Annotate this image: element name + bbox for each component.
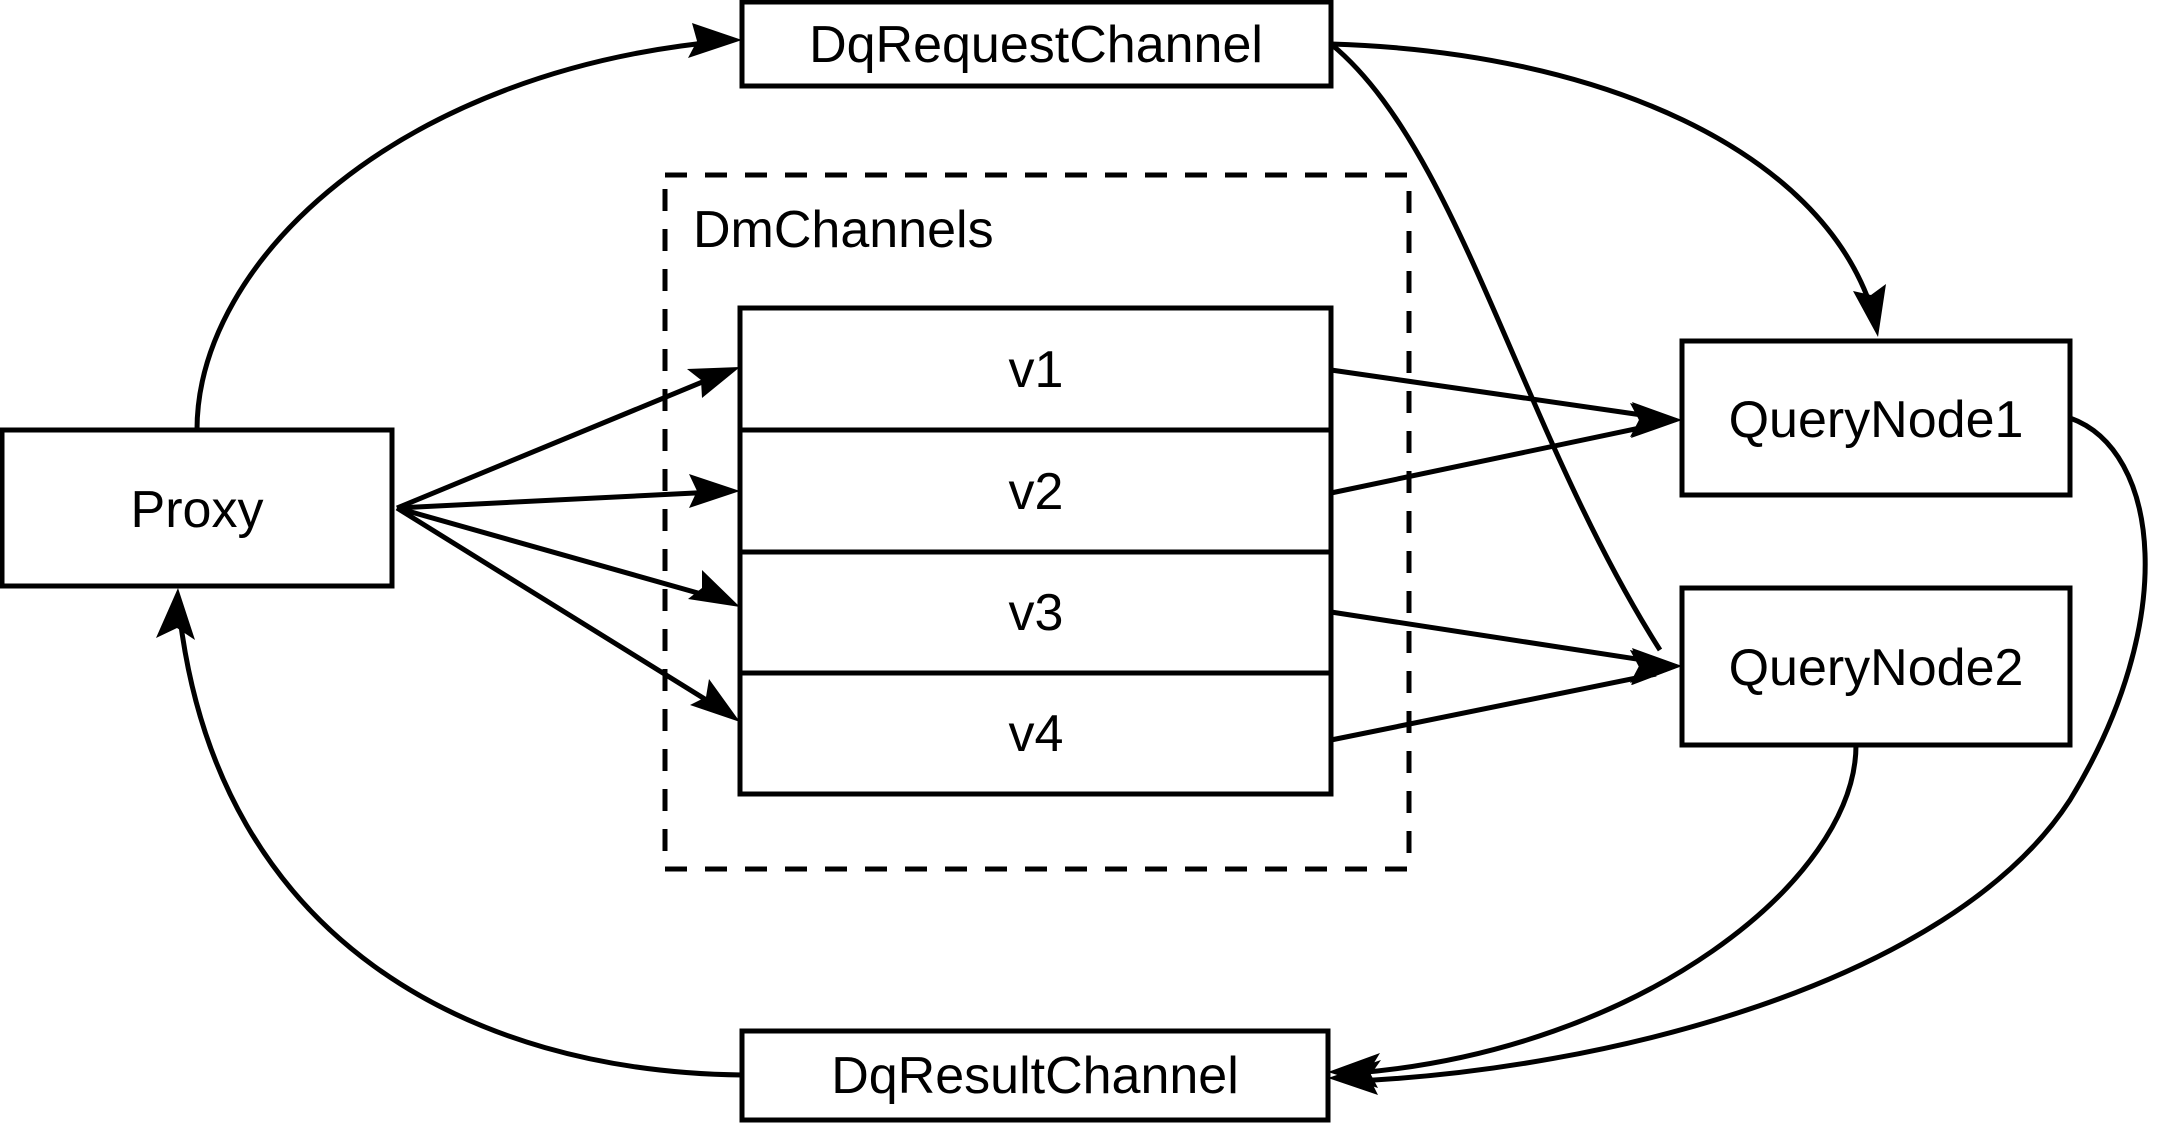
node-dq-result-channel[interactable]: DqResultChannel [739,1028,1331,1123]
node-dq-request-channel[interactable]: DqRequestChannel [739,0,1334,89]
dq-result-channel-box[interactable] [739,1028,1331,1123]
arrowhead-v3-left [688,570,740,607]
node-v1[interactable]: v1 [742,310,1329,430]
edge-proxy-to-v1 [396,367,740,511]
node-v4[interactable]: v4 [742,675,1329,792]
edge-dq-request-channel-to-query-node-1 [1330,41,1886,337]
node-query-node-2[interactable]: QueryNode2 [1679,585,2073,748]
edge-proxy-to-v3 [396,505,740,607]
edge-proxy-to-v2 [396,474,740,511]
v-channel-stack: v1 v2 v3 v4 [737,305,1334,797]
arrowhead-v1-left [687,367,740,398]
proxy-box[interactable] [0,427,395,589]
arrowhead-query-node-2-left-c [1630,650,1682,685]
query-node-2-box[interactable] [1679,585,2073,748]
dm-channels-label: DmChannels [693,201,994,259]
dq-request-channel-label: DqRequestChannel [809,16,1263,74]
query-node-1-label: QueryNode1 [1729,391,2024,449]
arrowhead-v2-left [689,474,740,508]
edge-v3-to-query-node-2 [1330,609,1682,683]
edge-proxy-to-dq-request-channel [194,23,742,431]
edge-dq-request-channel-to-query-node-2 [1329,42,1682,685]
proxy-label: Proxy [131,481,264,539]
dm-channels-border [662,172,1412,872]
arrowhead-proxy-bottom [156,588,195,640]
dq-request-channel-box[interactable] [739,0,1334,89]
node-v2[interactable]: v2 [742,432,1329,550]
edge-dq-result-channel-to-proxy [156,588,743,1078]
query-node-2-label: QueryNode2 [1729,639,2024,697]
query-node-1-box[interactable] [1679,338,2073,498]
node-proxy[interactable]: Proxy [0,427,395,589]
edge-query-node-1-to-dq-result-channel [1328,415,2148,1095]
dq-result-channel-label: DqResultChannel [831,1047,1239,1105]
edge-query-node-2-to-dq-result-channel [1328,744,1859,1088]
edge-v4-to-query-node-2 [1330,650,1682,743]
edge-v2-to-query-node-1 [1330,403,1682,496]
node-v3[interactable]: v3 [742,554,1329,671]
arrowhead-dq-request-channel-left [688,23,742,58]
arrowhead-query-node-1-left-b [1630,403,1682,438]
arrowhead-dq-result-channel-right-b [1328,1053,1380,1088]
node-query-node-1[interactable]: QueryNode1 [1679,338,2073,498]
v3-label: v3 [1009,584,1064,642]
arrowhead-query-node-1-top [1853,284,1886,337]
arrowhead-v4-left [690,679,740,722]
edge-proxy-to-v4 [395,505,740,722]
v1-label: v1 [1009,341,1064,399]
dm-channels-group: DmChannels [662,172,1412,872]
v4-label: v4 [1009,705,1064,763]
edge-v1-to-query-node-1 [1330,367,1682,437]
v2-label: v2 [1009,463,1064,521]
